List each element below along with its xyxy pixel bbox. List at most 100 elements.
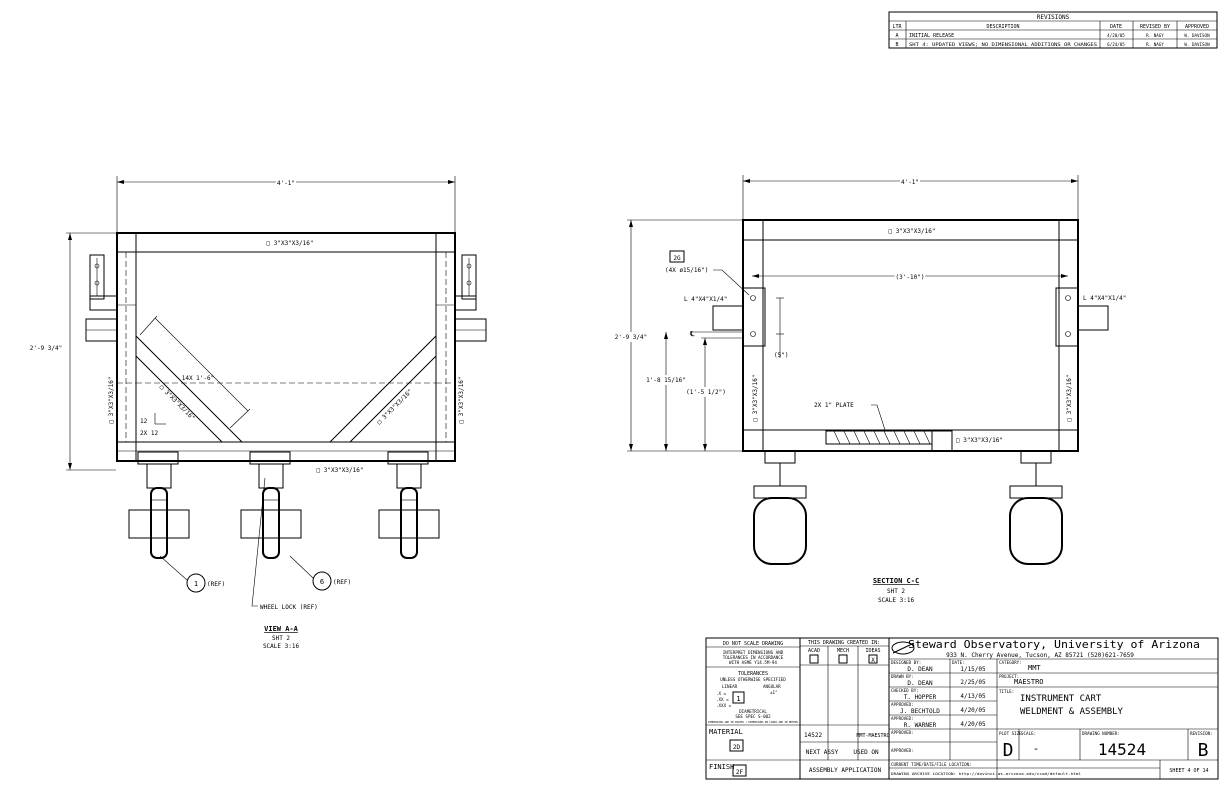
approved-1-date: 4/20/05 xyxy=(960,707,986,714)
rev-row-a-desc: INITIAL RELEASE xyxy=(909,33,954,39)
scale-value: - xyxy=(1033,742,1040,755)
rev-row-b-revised: R. NAGY xyxy=(1146,42,1164,47)
section-c-caster-right xyxy=(1009,450,1063,565)
section-c-caster-left xyxy=(753,450,807,565)
caster-middle xyxy=(240,451,302,559)
drawn-by-label: DRAWN BY: xyxy=(891,674,914,679)
section-c-c: 4'-1" □ 3"X3"X3/16" □ 3"X3"X3/16" □ 3"X3… xyxy=(606,175,1126,604)
tolerances-label: TOLERANCES xyxy=(738,671,768,677)
unless-label: UNLESS OTHERWISE SPECIFIED xyxy=(720,677,786,682)
organization-address: 933 N. Cherry Avenue, Tucson, AZ 85721 (… xyxy=(946,652,1134,659)
approved-2: R. WARNER xyxy=(904,722,937,729)
view-a-height-dim: 2'-9 3/4" xyxy=(30,345,63,352)
rev-header-date: DATE xyxy=(1110,24,1122,30)
assembly-application: ASSEMBLY APPLICATION xyxy=(809,767,882,774)
tol-xxx: .XXX = xyxy=(716,703,732,708)
callout-1-balloon xyxy=(186,573,206,593)
view-a-angle-2x12: 2X 12 xyxy=(140,430,158,437)
hole-tag: 2G xyxy=(673,255,681,262)
section-c-bottom-member: □ 3"X3"X3/16" xyxy=(956,437,1003,444)
rev-row-b-ltr: B xyxy=(895,42,898,48)
used-on-label: USED ON xyxy=(853,749,879,756)
section-c-dim-5: (5") xyxy=(774,352,788,359)
designed-date: 1/15/05 xyxy=(960,666,986,673)
section-c-height-2: 1'-8 15/16" xyxy=(646,377,686,384)
rev-header-approved: APPROVED xyxy=(1185,24,1209,30)
section-c-height-3: (1'-5 1/2") xyxy=(686,389,726,396)
project-label: PROJECT: xyxy=(999,674,1019,679)
section-c-sheet: SHT 2 xyxy=(887,588,905,595)
tol-xx: .XX = xyxy=(716,697,729,702)
approved-label-4: APPROVED: xyxy=(891,748,914,753)
approved-2-date: 4/20/05 xyxy=(960,721,986,728)
finish-tag: 2F xyxy=(736,769,744,776)
checked-by: T. HOPPER xyxy=(904,694,937,701)
section-c-angle-right: L 4"X4"X1/4" xyxy=(1083,295,1126,302)
linear-label: LINEAR xyxy=(722,684,738,689)
hole-spec: (4X ø15/16") xyxy=(665,267,708,274)
view-a-brace-right: □ 3"X3"X3/16" xyxy=(376,388,414,426)
finish-label: FINISH xyxy=(709,763,734,771)
view-a-brace-left: □ 3"X3"X3/16" xyxy=(158,384,196,422)
tol-tag-box xyxy=(732,691,745,704)
section-c-right-post: □ 3"X3"X3/16" xyxy=(1066,375,1073,422)
view-a-scale: SCALE 3:16 xyxy=(263,643,300,650)
drawn-by: D. DEAN xyxy=(907,680,933,687)
material-tag-box xyxy=(729,739,744,752)
rev-row-b-date: 6/24/05 xyxy=(1107,42,1125,47)
view-a-title: VIEW A-A xyxy=(264,625,299,633)
tol-x: .X = xyxy=(716,691,727,696)
category-label: CATEGORY: xyxy=(999,660,1022,665)
designed-by: D. DEAN xyxy=(907,666,933,673)
approved-label-2: APPROVED: xyxy=(891,716,914,721)
section-c-top-member: □ 3"X3"X3/16" xyxy=(889,228,936,235)
see-spec-label: SEE SPEC S-002 xyxy=(735,714,771,719)
archive-location: DRAWING ARCHIVE LOCATION: http://dovinci… xyxy=(891,772,1081,776)
view-a-right-post: □ 3"X3"X3/16" xyxy=(458,377,465,424)
drawing-title-1: INSTRUMENT CART xyxy=(1020,694,1102,704)
callout-1-ref: (REF) xyxy=(207,581,225,588)
section-c-plate-label: 2X 1" PLATE xyxy=(814,402,854,409)
material-label: MATERIAL xyxy=(709,728,743,736)
section-c-height-dim: 2'-9 3/4" xyxy=(615,334,648,341)
angular-value: ±1° xyxy=(770,690,778,695)
rev-row-a-approved: W. DAVISON xyxy=(1184,33,1210,38)
view-a-bottom-member: □ 3"X3"X3/16" xyxy=(317,467,364,474)
drawn-date: 2/25/05 xyxy=(960,679,986,686)
cad-mech-checkbox xyxy=(838,654,848,664)
cad-ideas-checkbox xyxy=(868,654,878,664)
callout-6-balloon xyxy=(312,571,332,591)
revision: B xyxy=(1198,740,1209,761)
rev-row-a-revised: R. NAGY xyxy=(1146,33,1164,38)
section-c-width-dim: 4'-1" xyxy=(901,179,919,186)
interpret-note: INTERPRET DIMENSIONS AND xyxy=(723,650,784,655)
cad-ideas: IDEAS xyxy=(865,648,880,654)
organization-name: Steward Observatory, University of Arizo… xyxy=(908,638,1200,651)
used-on-number: MMT-MAESTRO xyxy=(856,733,889,739)
revisions-title: REVISIONS xyxy=(1037,14,1070,21)
designed-by-label: DESIGNED BY: xyxy=(891,660,921,665)
approved-label-3: APPROVED: xyxy=(891,730,914,735)
drawing-title-2: WELDMENT & ASSEMBLY xyxy=(1020,707,1124,717)
section-c-left-post: □ 3"X3"X3/16" xyxy=(752,375,759,422)
rev-header-desc: DESCRIPTION xyxy=(986,24,1019,30)
cad-acad: ACAD xyxy=(808,648,820,654)
diametrical-label: DIAMETRICAL xyxy=(739,709,767,714)
hole-tag-box xyxy=(669,250,685,263)
rev-header-revised: REVISED BY xyxy=(1140,24,1170,30)
callout-1: 1 xyxy=(194,580,198,588)
tol-tag: 1 xyxy=(736,695,740,703)
revision-label: REVISION: xyxy=(1190,731,1213,736)
cad-mech: MECH xyxy=(837,648,849,654)
category: MMT xyxy=(1028,664,1041,672)
next-assy-number: 14522 xyxy=(804,732,822,739)
checked-by-label: CHECKED BY: xyxy=(891,688,919,693)
view-a-width-dim: 4'-1" xyxy=(277,180,295,187)
caster-right xyxy=(378,451,440,559)
view-a-angle-12: 12 xyxy=(140,418,148,425)
next-assy-label: NEXT ASSY xyxy=(806,749,839,756)
rev-row-a-date: 4/20/05 xyxy=(1107,33,1125,38)
section-c-centerline: ℄ xyxy=(689,330,695,338)
observatory-logo xyxy=(891,641,915,655)
rev-header-ltr: LTR xyxy=(892,24,902,30)
